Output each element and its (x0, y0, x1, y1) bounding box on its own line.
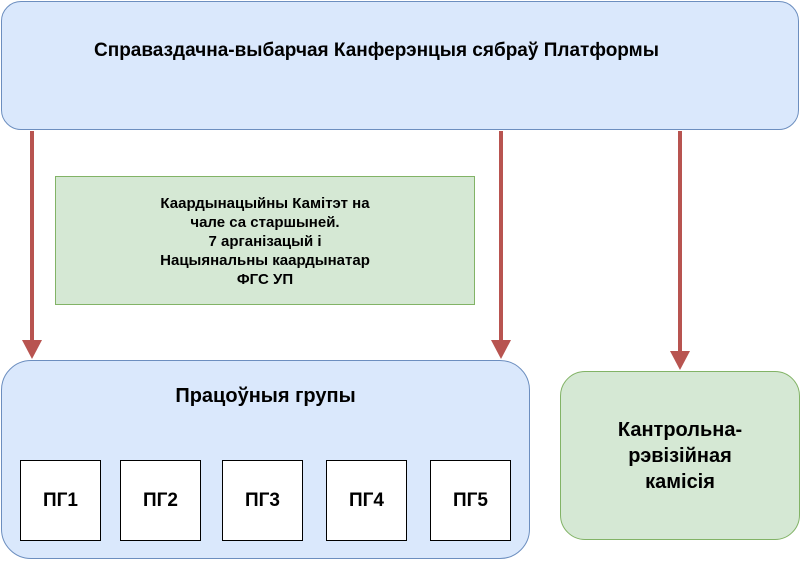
working-groups-title: Працоўныя групы (175, 385, 356, 407)
conference-box: Справаздачна-выбарчая Канферэнцыя сябраў… (1, 1, 799, 130)
working-group-4: ПГ4 (326, 460, 407, 541)
coordination-line: Каардынацыйны Камітэт на (160, 195, 370, 212)
audit-commission-line: камісія (645, 470, 715, 493)
working-group-5: ПГ5 (430, 460, 511, 541)
arrowhead-audit-commission (670, 351, 690, 370)
working-group-2: ПГ2 (120, 460, 201, 541)
audit-commission-line: рэвізійная (628, 444, 732, 467)
coordination-line: ФГС УП (236, 271, 294, 288)
audit-commission-box: Кантрольна- рэвізійная камісія (560, 371, 800, 540)
coordination-committee-box: Каардынацыйны Камітэт на чале са старшын… (55, 176, 475, 305)
coordination-line: Нацыянальны каардынатар (160, 252, 370, 269)
arrowhead-working-groups-left (22, 340, 42, 359)
conference-title: Справаздачна-выбарчая Канферэнцыя сябраў… (94, 40, 659, 61)
working-group-3: ПГ3 (222, 460, 303, 541)
coordination-line: чале са старшыней. (190, 214, 340, 231)
coordination-line: 7 арганізацый і (208, 233, 322, 250)
working-group-1: ПГ1 (20, 460, 101, 541)
audit-commission-line: Кантрольна- (617, 418, 743, 441)
arrowhead-working-groups-right (491, 340, 511, 359)
